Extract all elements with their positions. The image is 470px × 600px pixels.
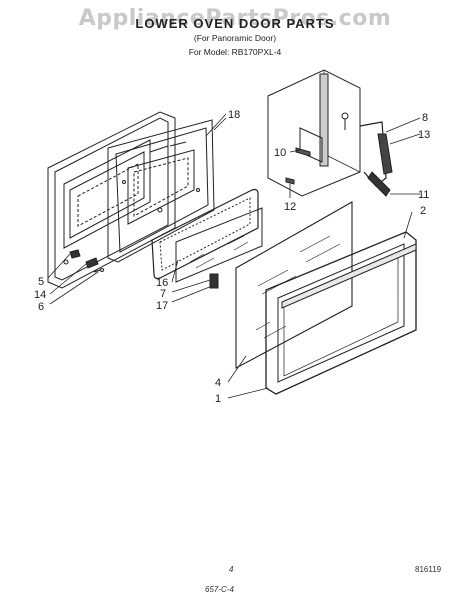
middle-door-frame	[107, 119, 215, 263]
callout-14: 14	[34, 289, 46, 301]
screw-9	[341, 112, 349, 120]
callout-6: 6	[38, 301, 44, 313]
callout-16: 16	[156, 277, 168, 289]
callout-13: 13	[418, 129, 430, 141]
callout-11: 11	[418, 189, 429, 201]
watermark: AppliancePartsPros.com	[78, 6, 392, 31]
page-number: 4	[229, 565, 234, 574]
callout-1: 1	[215, 393, 221, 405]
page-subtitle: (For Panoramic Door)	[193, 33, 277, 43]
leader-lines	[47, 113, 421, 399]
inner-glass	[175, 207, 263, 283]
model-label: For Model: RB170PXL-4	[188, 47, 282, 57]
callout-18: 18	[228, 109, 240, 121]
callout-5: 5	[38, 276, 44, 288]
callout-10: 10	[274, 147, 286, 159]
inner-door-liner	[47, 111, 176, 289]
callout-2: 2	[420, 205, 426, 217]
callout-4: 4	[215, 377, 221, 389]
glass-clip	[209, 273, 219, 289]
callout-17: 17	[156, 300, 168, 312]
callout-8: 8	[422, 112, 428, 124]
lower-left-hardware	[69, 249, 104, 273]
hinge-bracket	[377, 133, 393, 175]
page-title: LOWER OVEN DOOR PARTS	[135, 16, 335, 31]
figure-number: 816119	[415, 565, 442, 574]
screw-10	[295, 147, 311, 157]
hinge-panel	[267, 69, 361, 197]
handwritten-code: 657-C-4	[205, 585, 234, 594]
outer-door-frame	[265, 231, 417, 395]
callout-12: 12	[284, 201, 296, 213]
door-gasket	[151, 188, 259, 280]
callout-7: 7	[160, 288, 166, 300]
hinge-roller	[367, 171, 391, 197]
fastener-12	[285, 177, 295, 185]
gasket-inner	[159, 197, 251, 271]
